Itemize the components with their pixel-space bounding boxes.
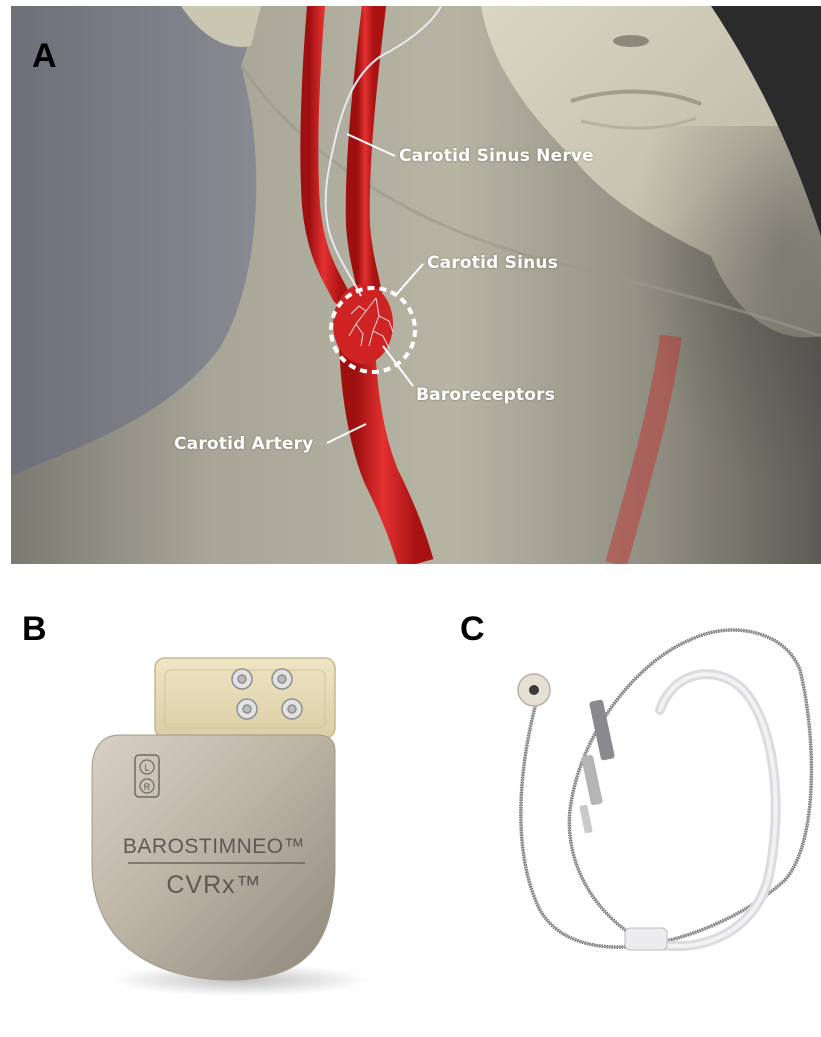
label-carotid-sinus: Carotid Sinus (427, 253, 558, 273)
label-carotid-sinus-nerve: Carotid Sinus Nerve (399, 146, 594, 166)
neck-anatomy-illustration (11, 6, 821, 564)
port-mark-l: L (144, 763, 149, 773)
panel-a: A Carotid Sinus Nerve Carotid Sinus Baro… (11, 6, 821, 564)
anchor-tab (625, 928, 667, 950)
label-baroreceptors: Baroreceptors (416, 385, 555, 405)
panel-c (500, 610, 821, 1030)
panel-c-letter: C (460, 612, 485, 646)
port-mark-r: R (144, 782, 151, 792)
device-brand-bottom: CVRx™ (166, 871, 261, 899)
stimulation-lead (500, 610, 821, 1030)
panel-b: L R BAROSTIMNEO™ CVRx™ (80, 650, 380, 1000)
label-carotid-artery: Carotid Artery (174, 434, 314, 454)
electrode-disc (518, 674, 550, 706)
lead-connector-pin (579, 699, 615, 833)
pulse-generator-device: L R BAROSTIMNEO™ CVRx™ (80, 650, 380, 1000)
panel-a-letter: A (32, 39, 57, 73)
lead-outer-coil (521, 630, 812, 947)
device-brand-top: BAROSTIMNEO™ (123, 835, 305, 858)
panel-b-letter: B (22, 612, 47, 646)
